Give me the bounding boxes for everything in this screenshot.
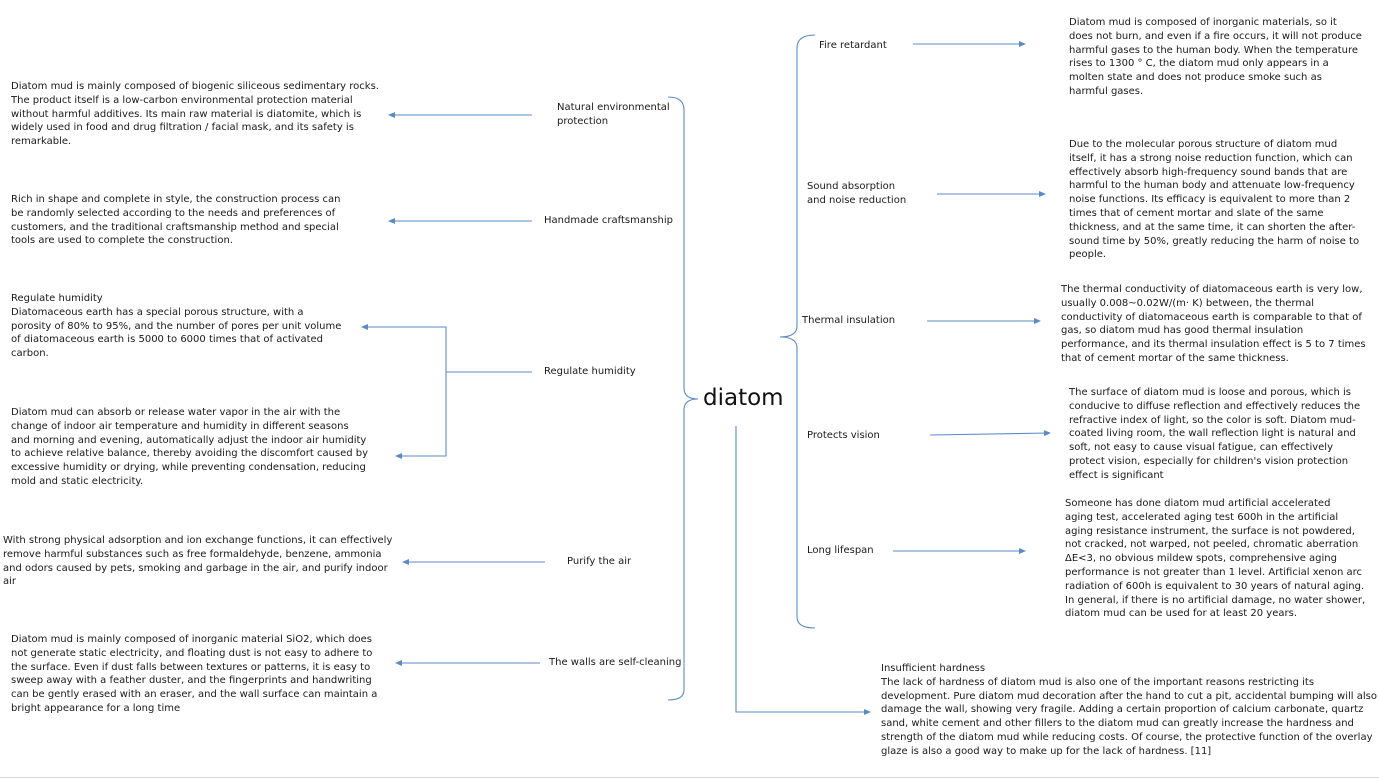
arrow-protects-vision <box>929 430 1051 437</box>
detail-long-lifespan: Someone has done diatom mud artificial a… <box>1065 498 1366 620</box>
detail-regulate-humidity-porosity: Regulate humidity Diatomaceous earth has… <box>11 293 342 360</box>
detail-protects-vision: The surface of diatom mud is loose and p… <box>1069 387 1361 481</box>
arrow-regulate-humidity-vapor <box>395 372 447 459</box>
detail-walls-self-cleaning: Diatom mud is mainly composed of inorgan… <box>11 634 378 714</box>
branch-thermal-insulation[interactable]: Thermal insulation <box>802 315 896 326</box>
right-bracket <box>779 34 816 629</box>
left-bracket <box>667 96 699 701</box>
branch-fire-retardant[interactable]: Fire retardant <box>819 40 887 51</box>
branch-walls-self-cleaning[interactable]: The walls are self-cleaning <box>549 657 682 668</box>
branch-regulate-humidity[interactable]: Regulate humidity <box>544 366 636 377</box>
branch-sound-absorption[interactable]: Sound absorption and noise reduction <box>807 181 907 206</box>
branch-protects-vision[interactable]: Protects vision <box>807 430 880 441</box>
detail-sound-absorption: Due to the molecular porous structure of… <box>1069 139 1360 261</box>
detail-handmade-craftsmanship: Rich in shape and complete in style, the… <box>11 194 341 247</box>
bottom-divider <box>0 777 1379 778</box>
detail-purify-the-air: With strong physical adsorption and ion … <box>3 535 393 588</box>
detail-insufficient-hardness: Insufficient hardness The lack of hardne… <box>881 663 1377 757</box>
detail-regulate-humidity-vapor: Diatom mud can absorb or release water v… <box>11 407 369 487</box>
branch-purify-the-air[interactable]: Purify the air <box>567 556 632 567</box>
detail-thermal-insulation: The thermal conductivity of diatomaceous… <box>1061 284 1366 364</box>
detail-natural-environmental-protection: Diatom mud is mainly composed of biogeni… <box>11 81 379 148</box>
branch-handmade-craftsmanship[interactable]: Handmade craftsmanship <box>544 215 673 226</box>
center-topic[interactable]: diatom <box>703 385 784 411</box>
arrow-insufficient-hardness <box>735 426 871 715</box>
branch-long-lifespan[interactable]: Long lifespan <box>807 545 874 556</box>
detail-fire-retardant: Diatom mud is composed of inorganic mate… <box>1069 17 1362 97</box>
branch-natural-environmental-protection[interactable]: Natural environmental protection <box>557 102 670 127</box>
arrow-regulate-humidity-porosity <box>361 324 447 372</box>
